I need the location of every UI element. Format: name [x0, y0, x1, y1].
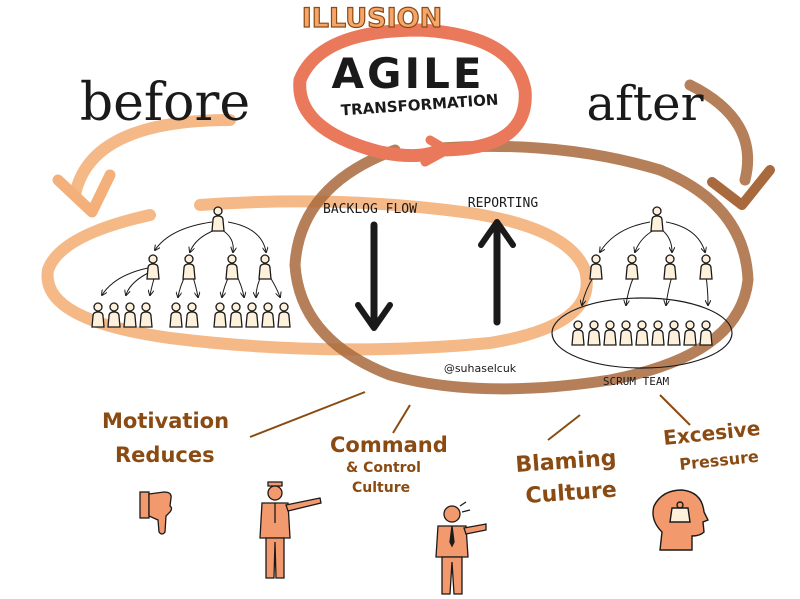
blaming-line-2: Culture — [525, 478, 618, 509]
pointing-officer-icon — [259, 481, 322, 579]
effect-pressure: Excesive Pressure — [662, 416, 761, 474]
illusion-title: ILLUSION — [302, 3, 442, 34]
effect-command: Command & Control Culture — [330, 433, 448, 496]
blaming-line-1: Blaming — [515, 446, 618, 478]
motivation-line-1: Motivation — [102, 409, 229, 433]
after-hierarchy — [582, 221, 708, 305]
scrum-team-label: SCRUM TEAM — [603, 375, 670, 388]
command-line-3: Culture — [352, 480, 410, 496]
effect-motivation: Motivation Reduces — [102, 409, 229, 467]
backlog-flow-label: BACKLOG FLOW — [323, 202, 417, 217]
agile-title: AGILE — [331, 49, 484, 98]
before-hierarchy — [102, 221, 280, 297]
reporting-up-arrow — [478, 219, 516, 326]
effect-pointer-lines — [249, 391, 691, 441]
author-handle: @suhaselcuk — [444, 362, 517, 375]
effect-blaming: Blaming Culture — [515, 446, 618, 509]
scrum-team-ring — [551, 297, 733, 369]
pressure-line-1: Excesive — [662, 416, 761, 450]
pressure-line-2: Pressure — [678, 447, 759, 474]
reporting-label: REPORTING — [468, 196, 539, 211]
after-label: after — [586, 76, 703, 132]
backlog-down-arrow — [355, 221, 393, 331]
thumbs-down-icon — [139, 491, 173, 535]
before-label: before — [80, 73, 250, 133]
agile-lasso — [293, 23, 532, 167]
blaming-man-icon — [435, 501, 487, 595]
after-loop — [289, 79, 775, 395]
command-line-2: & Control — [346, 460, 421, 476]
before-loop — [41, 114, 593, 356]
command-line-1: Command — [330, 433, 448, 457]
after-people — [571, 206, 713, 346]
motivation-line-2: Reduces — [115, 443, 215, 467]
head-weight-icon — [652, 489, 709, 551]
